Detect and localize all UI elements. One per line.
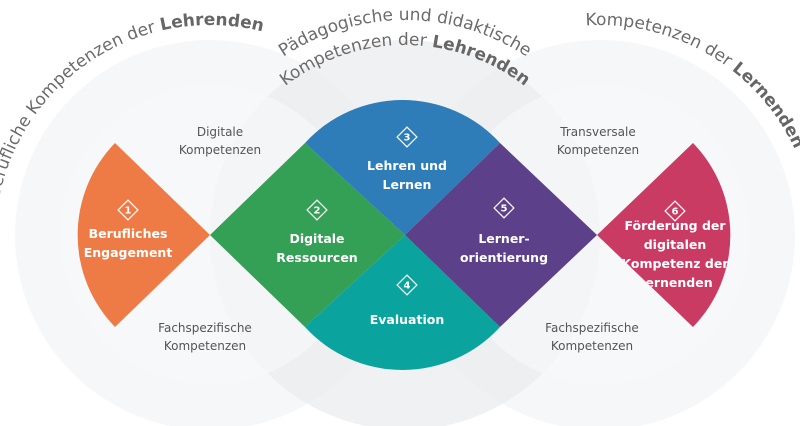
area-number: 4 (404, 281, 411, 292)
area-2-shape[interactable] (210, 143, 405, 327)
area-label: Lerner-orientierung (460, 231, 548, 265)
area-number: 2 (314, 206, 321, 217)
area-label-line: Engagement (84, 245, 173, 260)
area-label-line: Lernenden (637, 275, 712, 290)
area-label-line: Lernen (383, 177, 432, 192)
area-label: Evaluation (370, 312, 445, 327)
area-label-line: Evaluation (370, 312, 445, 327)
area-3-shape[interactable] (305, 99, 500, 235)
diamond-badge-icon (117, 199, 139, 221)
area-6-shape[interactable] (597, 143, 731, 327)
diamond-badge-icon (664, 200, 686, 222)
area-number: 1 (125, 206, 132, 217)
area-5-shape[interactable] (405, 143, 597, 327)
area-label-line: orientierung (460, 250, 548, 265)
area-label-line: digitalen (644, 237, 707, 252)
area-number: 6 (672, 207, 679, 218)
area-label-line: Lerner- (478, 231, 529, 246)
area-label-line: Lehren und (367, 158, 447, 173)
area-1-shape[interactable] (77, 143, 210, 327)
area-label-line: Kompetenz der (621, 256, 729, 271)
area-label-line: Berufliches (89, 226, 168, 241)
area-number: 5 (501, 204, 508, 215)
diamond-badge-icon (306, 199, 328, 221)
area-4-shape[interactable] (305, 235, 500, 371)
diamond-badge-icon (396, 274, 418, 296)
diamond-badge-icon (493, 197, 515, 219)
area-label-line: Digitale (289, 231, 344, 246)
diamond-badge-icon (396, 126, 418, 148)
area-label-line: Förderung der (624, 218, 726, 233)
area-number: 3 (404, 133, 411, 144)
area-label-line: Ressourcen (276, 250, 357, 265)
